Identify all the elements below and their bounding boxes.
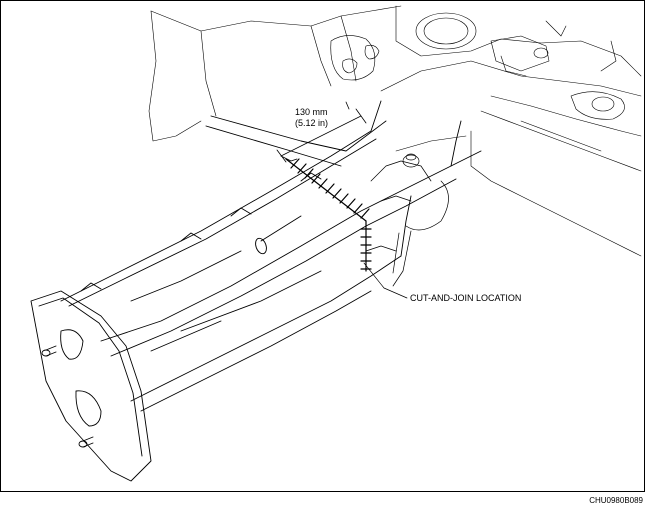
engine-bay-components	[365, 153, 449, 287]
callout-leader-line	[363, 262, 408, 299]
dimension-line-130mm	[276, 101, 367, 163]
vehicle-frame-line-drawing	[30, 5, 642, 482]
front-frame-rail	[30, 100, 482, 482]
body-panels	[148, 5, 642, 257]
dimension-label-in: (5.12 in)	[295, 118, 329, 128]
cut-and-join-location-label: CUT-AND-JOIN LOCATION	[410, 293, 522, 303]
cut-line-hatching	[285, 158, 372, 272]
dimension-label-mm: 130 mm	[295, 107, 328, 117]
figure-code: CHU0980B089	[589, 496, 643, 505]
figure-frame: 130 mm (5.12 in) CUT-AND-JOIN LOCATION	[0, 0, 645, 492]
